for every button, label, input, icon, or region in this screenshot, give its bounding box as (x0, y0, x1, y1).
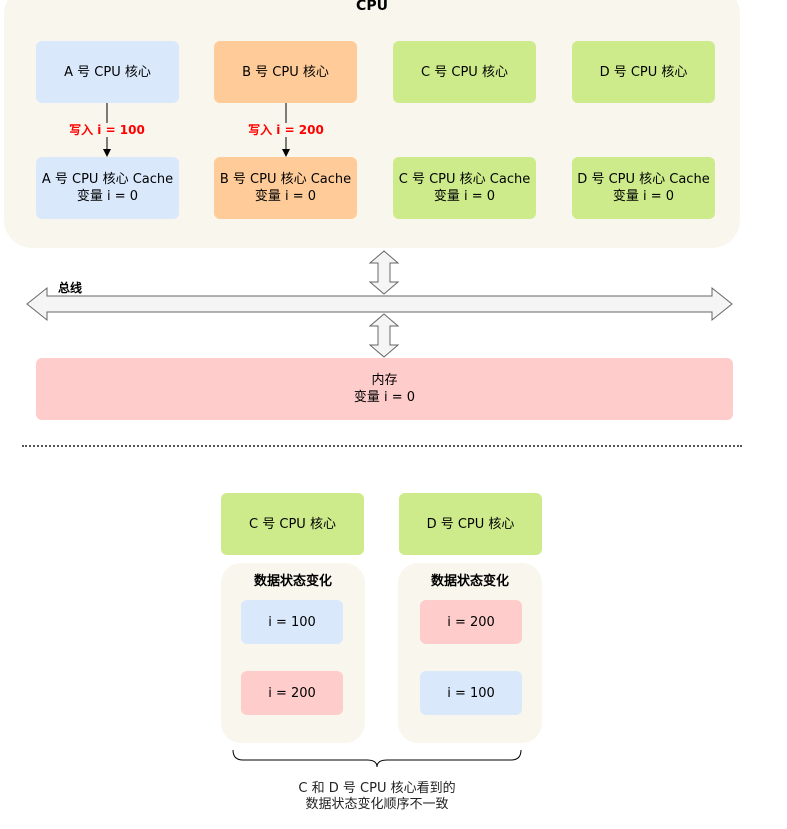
d-state-item-2-label: i = 100 (447, 685, 495, 701)
bus-memory-arrow (368, 313, 400, 358)
cache-b-name: B 号 CPU 核心 Cache (219, 172, 352, 187)
core-d: D 号 CPU 核心 (572, 41, 715, 103)
core-d-label: D 号 CPU 核心 (599, 64, 688, 80)
summary-caption: C 和 D 号 CPU 核心看到的 数据状态变化顺序不一致 (232, 781, 522, 813)
memory-box: 内存 变量 i = 0 (36, 358, 733, 420)
c-state-item-1: i = 100 (241, 600, 343, 644)
bottom-core-d: D 号 CPU 核心 (399, 493, 542, 555)
cache-c-name: C 号 CPU 核心 Cache (398, 172, 531, 187)
cache-d-var: 变量 i = 0 (612, 189, 675, 204)
cache-a: A 号 CPU 核心 Cache 变量 i = 0 (36, 157, 179, 219)
core-c-label: C 号 CPU 核心 (421, 64, 508, 80)
c-state-item-2-label: i = 200 (268, 685, 316, 701)
bus-label: 总线 (58, 281, 83, 295)
memory-var: 变量 i = 0 (353, 390, 416, 405)
write-label-b: 写入 i = 200 (241, 123, 331, 137)
summary-caption-line-2: 数据状态变化顺序不一致 (305, 797, 449, 812)
cache-a-var: 变量 i = 0 (76, 189, 139, 204)
section-divider (22, 445, 742, 447)
cpu-bus-arrow (368, 250, 400, 295)
d-state-item-1: i = 200 (420, 600, 522, 644)
cache-b-var: 变量 i = 0 (254, 189, 317, 204)
memory-name: 内存 (371, 373, 398, 388)
cache-c: C 号 CPU 核心 Cache 变量 i = 0 (393, 157, 536, 219)
cache-a-name: A 号 CPU 核心 Cache (41, 172, 174, 187)
core-b: B 号 CPU 核心 (214, 41, 357, 103)
c-state-item-1-label: i = 100 (268, 614, 316, 630)
bottom-core-c-label: C 号 CPU 核心 (249, 516, 336, 532)
cache-d: D 号 CPU 核心 Cache 变量 i = 0 (572, 157, 715, 219)
cache-d-name: D 号 CPU 核心 Cache (577, 172, 710, 187)
c-state-item-2: i = 200 (241, 671, 343, 715)
d-state-panel (398, 563, 542, 743)
core-c: C 号 CPU 核心 (393, 41, 536, 103)
d-state-item-1-label: i = 200 (447, 614, 495, 630)
cache-c-var: 变量 i = 0 (433, 189, 496, 204)
cache-b: B 号 CPU 核心 Cache 变量 i = 0 (214, 157, 357, 219)
c-state-title: 数据状态变化 (253, 574, 332, 589)
core-a-label: A 号 CPU 核心 (64, 64, 151, 80)
c-state-panel (221, 563, 365, 743)
core-b-label: B 号 CPU 核心 (242, 64, 329, 80)
bus-arrow (26, 286, 733, 322)
cpu-title: CPU (356, 0, 388, 14)
bottom-core-c: C 号 CPU 核心 (221, 493, 364, 555)
core-a: A 号 CPU 核心 (36, 41, 179, 103)
d-state-item-2: i = 100 (420, 671, 522, 715)
summary-caption-line-1: C 和 D 号 CPU 核心看到的 (298, 781, 456, 796)
d-state-title: 数据状态变化 (430, 574, 509, 589)
bottom-core-d-label: D 号 CPU 核心 (426, 516, 515, 532)
summary-brace (232, 749, 522, 768)
write-label-a: 写入 i = 100 (62, 123, 152, 137)
